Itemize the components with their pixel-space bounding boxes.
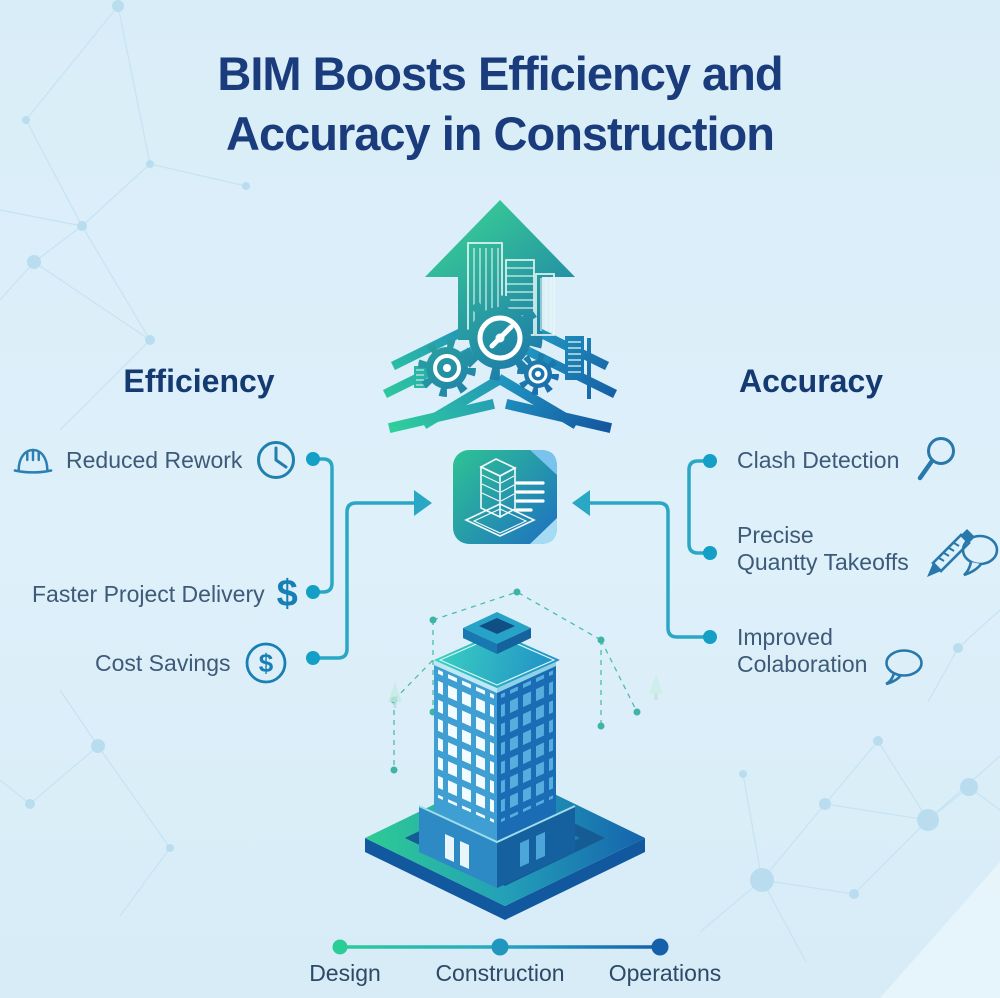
hard-hat-icon (13, 448, 53, 474)
timeline-label-design: Design (309, 960, 381, 986)
timeline-dot-construction (491, 938, 509, 956)
title-line-1: BIM Boosts Efficiency and (217, 47, 783, 100)
speech-bubble-icon (885, 649, 924, 686)
timeline-label-construction: Construction (435, 960, 565, 986)
magnifier-icon (918, 437, 956, 481)
timeline-dot-operations (651, 938, 669, 956)
feature-reduced-rework: Reduced Rework (12, 438, 298, 482)
connector-node-dots (306, 452, 717, 665)
dollar-icon: $ (276, 573, 298, 615)
page-title: BIM Boosts Efficiency and Accuracy in Co… (0, 44, 1000, 164)
wireframe-dots (390, 588, 641, 774)
pencil-ruler-icon (926, 529, 999, 577)
mini-building-icons (414, 336, 591, 399)
feature-precise-quantity-takeoffs: Precise Quantty Takeoffs (737, 520, 1000, 578)
feature-faster-project-delivery: Faster Project Delivery $ (32, 572, 298, 616)
feature-label: Precise Quantty Takeoffs (737, 522, 909, 576)
feature-clash-detection: Clash Detection (737, 434, 959, 486)
arrowhead-left-icon (572, 490, 590, 516)
feature-improved-collaboration: Improved Colaboration (737, 624, 927, 686)
clock-icon (257, 441, 296, 479)
accuracy-heading: Accuracy (738, 363, 884, 399)
upward-arrow (425, 200, 575, 340)
feature-label: Improved Colaboration (737, 624, 867, 678)
timeline-dot-design (332, 939, 348, 955)
feature-label: Faster Project Delivery (32, 580, 265, 607)
efficiency-heading: Efficiency (123, 363, 275, 399)
tree-icons (388, 674, 663, 708)
feature-label-line2: Quantty Takeoffs (737, 549, 909, 575)
dollar-circle-icon: $ (245, 642, 286, 684)
document-text-lines (515, 481, 545, 512)
title-line-2: Accuracy in Construction (226, 107, 775, 160)
iso-building-outline (464, 458, 536, 537)
feature-label: Reduced Rework (66, 446, 243, 473)
timeline-label-operations: Operations (608, 960, 722, 986)
arrowhead-right-icon (414, 490, 432, 516)
feature-label: Clash Detection (737, 446, 900, 473)
building-outline-icons (467, 242, 555, 336)
svg-text:$: $ (258, 648, 273, 678)
feature-label-line1: Improved (737, 624, 833, 650)
feature-cost-savings: Cost Savings $ (95, 640, 289, 686)
gears-icon (418, 295, 559, 397)
feature-label: Cost Savings (95, 649, 231, 676)
feature-label-line2: Colaboration (737, 651, 868, 677)
wireframe-lines (393, 591, 638, 770)
feature-label-line1: Precise (737, 522, 814, 548)
